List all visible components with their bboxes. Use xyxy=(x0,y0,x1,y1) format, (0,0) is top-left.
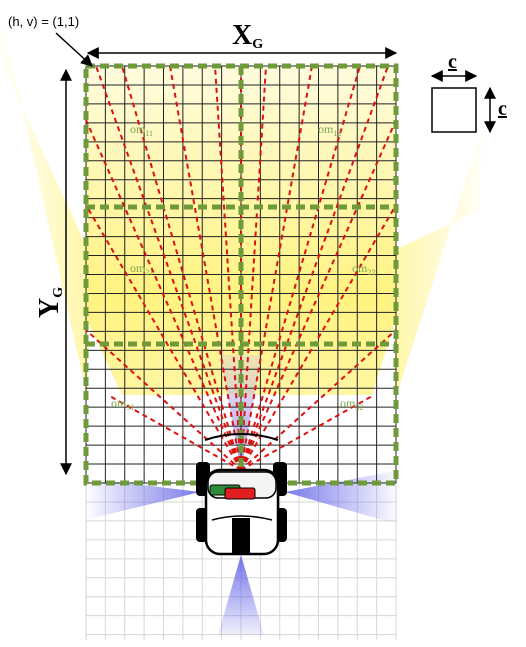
sensor-ray xyxy=(240,329,397,471)
robot-rear-outline xyxy=(211,515,273,521)
outer-faint-grid xyxy=(85,482,397,640)
sensor-ray xyxy=(85,204,242,471)
submap-label-om11: om11 xyxy=(130,122,153,138)
y-axis-subscript: G xyxy=(51,287,66,298)
sensor-rays xyxy=(85,65,397,471)
x-axis-label: XG xyxy=(232,20,263,52)
submap-label-om21: om21 xyxy=(130,261,153,277)
submap-index-om21: 21 xyxy=(145,268,153,277)
origin-annotation: (h, v) = (1,1) xyxy=(8,14,93,67)
sensor-ray xyxy=(107,394,242,471)
right-side-sensor-beam xyxy=(285,470,400,525)
left-peripheral-fov xyxy=(0,10,88,400)
submap-index-om12: 12 xyxy=(333,129,341,138)
right-peripheral-fov xyxy=(395,120,485,400)
sensor-ray xyxy=(214,65,242,471)
sensor-ray xyxy=(85,119,242,471)
submap-labels: om11 om12 om21 om22 om31 om32 xyxy=(111,122,375,412)
sensor-ray xyxy=(121,65,242,471)
y-axis-dimension: YG xyxy=(34,68,72,476)
sensor-ray xyxy=(240,65,361,471)
cell-size-legend: c c xyxy=(430,51,507,134)
sensor-ray xyxy=(240,204,397,471)
robot-rear-stripe xyxy=(232,518,250,554)
submap-index-om11: 11 xyxy=(145,129,153,138)
submap-index-om22: 22 xyxy=(367,268,375,277)
y-axis-label: YG xyxy=(34,287,66,318)
cell-size-square xyxy=(431,87,477,133)
submap-index-om32: 32 xyxy=(355,403,363,412)
submap-label-om12: om12 xyxy=(318,122,341,138)
origin-pointer-arrow xyxy=(55,32,93,67)
x-axis-subscript: G xyxy=(252,37,263,52)
left-side-sensor-beam xyxy=(85,478,200,520)
submap-label-om32: om32 xyxy=(340,396,363,412)
sensor-ray xyxy=(240,65,267,471)
cell-width-label: c xyxy=(448,51,457,73)
x-axis-dimension: XG xyxy=(86,20,398,59)
origin-label: (h, v) = (1,1) xyxy=(8,14,79,29)
robot xyxy=(196,433,287,556)
rear-sensor-beam xyxy=(218,555,264,635)
submap-index-om31: 31 xyxy=(126,403,134,412)
submap-label-om31: om31 xyxy=(111,396,134,412)
sensor-ray xyxy=(240,394,375,471)
sensor-ray xyxy=(240,119,397,471)
sensor-ray xyxy=(85,329,242,471)
submap-label-om22: om22 xyxy=(352,261,375,277)
robot-bumper-arc xyxy=(204,433,279,441)
robot-red-module xyxy=(224,487,256,500)
cell-height-label: c xyxy=(498,98,507,120)
